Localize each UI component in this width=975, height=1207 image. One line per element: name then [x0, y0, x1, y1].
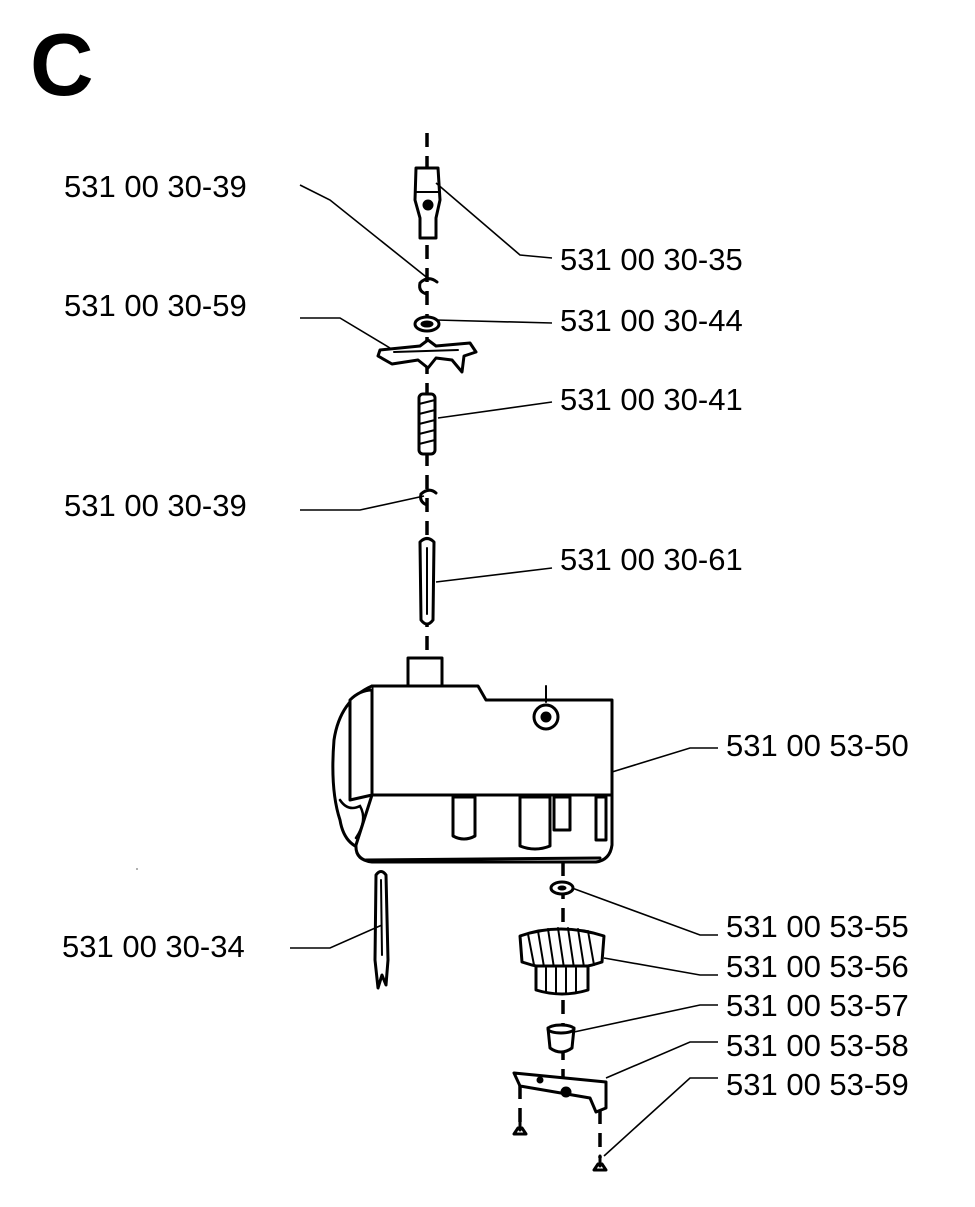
upper-clip-part — [418, 277, 439, 296]
part-label: 531 00 53-57 — [726, 988, 909, 1023]
small-washer-part — [549, 880, 575, 896]
screw-right-part — [592, 1154, 608, 1172]
leader-lines — [290, 182, 718, 1157]
bushing-part — [546, 1023, 576, 1054]
coupling-part — [413, 166, 442, 240]
part-label: 531 00 30-39 — [64, 488, 247, 523]
screw-left-part — [512, 1120, 528, 1136]
speck — [136, 868, 138, 870]
part-label: 531 00 30-44 — [560, 303, 743, 338]
part-label: 531 00 30-35 — [560, 242, 743, 277]
part-label: 531 00 30-39 — [64, 169, 247, 204]
part-label: 531 00 30-34 — [62, 929, 245, 964]
part-label: 531 00 30-59 — [64, 288, 247, 323]
part-label: 531 00 53-50 — [726, 728, 909, 763]
part-label: 531 00 53-58 — [726, 1028, 909, 1063]
part-label: 531 00 30-61 — [560, 542, 743, 577]
lower-clip-part — [419, 488, 438, 507]
assembly-axis — [425, 133, 602, 1158]
section-letter: C — [30, 15, 94, 114]
spring-part — [417, 392, 437, 456]
pin-part — [418, 537, 436, 626]
washer-part — [413, 315, 441, 333]
spring-bracket-part — [376, 338, 478, 374]
part-label: 531 00 30-41 — [560, 382, 743, 417]
housing-part — [331, 656, 614, 864]
part-label: 531 00 53-56 — [726, 949, 909, 984]
gear-part — [518, 927, 606, 996]
part-label: 531 00 53-55 — [726, 909, 909, 944]
rod-part — [373, 870, 390, 990]
cover-plate-part — [512, 1071, 608, 1114]
part-label: 531 00 53-59 — [726, 1067, 909, 1102]
part-labels: 531 00 30-39 531 00 30-35 531 00 30-59 5… — [62, 169, 909, 1102]
